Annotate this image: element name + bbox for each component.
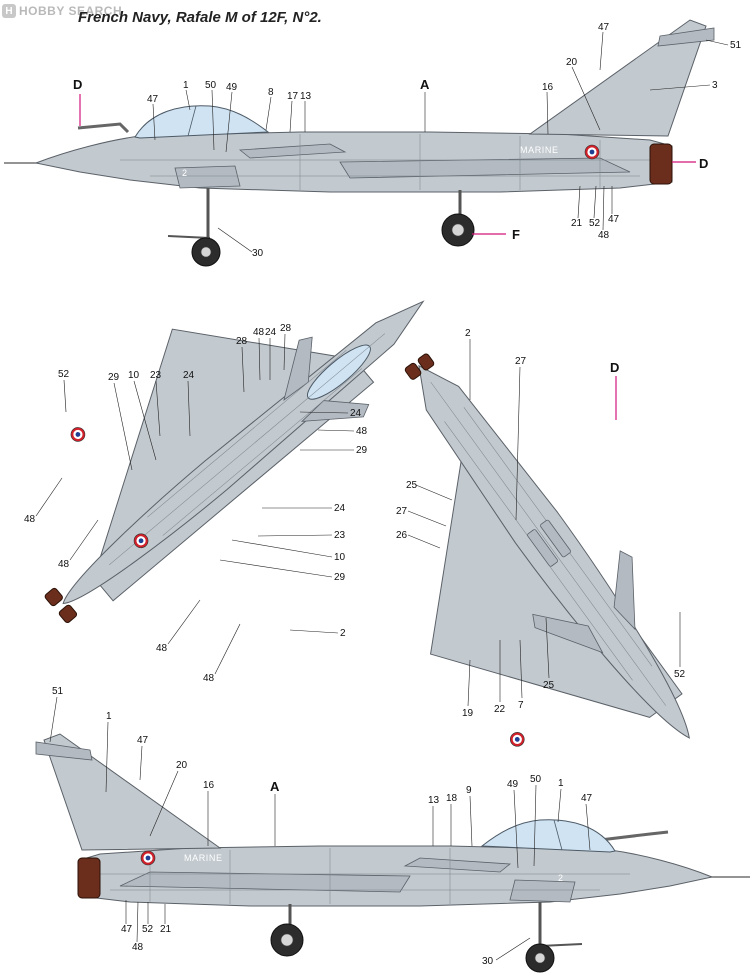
- callout-8: 8: [268, 87, 274, 98]
- letter-a-bottom: A: [270, 779, 280, 794]
- callout-47-lower: 47: [581, 793, 593, 804]
- watermark-text: HOBBY SEARCH: [19, 4, 123, 18]
- callout-23-b: 23: [334, 530, 346, 541]
- sheet-title: French Navy, Rafale M of 12F, N°2.: [78, 9, 322, 26]
- side-profile-right: MARINE 2 A 51 1 47 20 16 13 18 9: [35, 686, 750, 973]
- callout-10-top: 10: [128, 370, 140, 381]
- callout-48-c: 48: [356, 426, 368, 437]
- callout-51-lower: 51: [52, 686, 64, 697]
- callout-29-b: 29: [356, 445, 368, 456]
- letter-f: F: [512, 227, 520, 242]
- marine-marking-lower: MARINE: [184, 853, 223, 863]
- callout-3: 3: [712, 80, 718, 91]
- top-view-callouts: 52 29 10 23 24 28 48 24 28 24 48 29 24: [24, 323, 368, 684]
- watermark: H HOBBY SEARCH: [2, 3, 122, 19]
- callout-47-lower-under: 47: [121, 924, 133, 935]
- callout-7: 7: [518, 700, 524, 711]
- callout-50: 50: [205, 80, 217, 91]
- callout-1-lower: 1: [106, 711, 112, 722]
- callout-47-fin: 47: [598, 22, 610, 33]
- top-view: [44, 300, 425, 624]
- marine-marking: MARINE: [520, 145, 559, 155]
- callout-29-top: 29: [108, 372, 120, 383]
- callout-47: 47: [147, 94, 159, 105]
- side-number: 2: [182, 168, 188, 178]
- callout-50-lower: 50: [530, 774, 542, 785]
- callout-19: 19: [462, 708, 474, 719]
- callout-16-lower: 16: [203, 780, 215, 791]
- callout-1: 1: [183, 80, 189, 91]
- callout-20: 20: [566, 57, 578, 68]
- callout-51: 51: [730, 40, 742, 51]
- side-profile-left: MARINE 2 D A D F 47 1 50 49: [4, 19, 742, 267]
- letter-a-top: A: [420, 77, 430, 92]
- side-number-lower: 2: [558, 873, 564, 883]
- callout-24-b: 24: [350, 408, 362, 419]
- callout-47-under: 47: [608, 214, 620, 225]
- callout-21: 21: [571, 218, 583, 229]
- callout-52-bottom: 52: [674, 669, 686, 680]
- callout-13-lower: 13: [428, 795, 440, 806]
- callout-48-e: 48: [58, 559, 70, 570]
- callout-2-top: 2: [340, 628, 346, 639]
- callout-18: 18: [446, 793, 458, 804]
- callout-49-lower: 49: [507, 779, 519, 790]
- watermark-badge: H: [2, 4, 16, 18]
- callout-48-g: 48: [203, 673, 215, 684]
- callout-30-lower: 30: [482, 956, 494, 967]
- bottom-view: [404, 353, 690, 750]
- callout-22: 22: [494, 704, 506, 715]
- letter-d-right: D: [699, 156, 708, 171]
- bottom-view-callouts: 2 27 D 25 27 26 19 22 7 25 52: [396, 328, 686, 719]
- letter-d-top: D: [73, 77, 82, 92]
- callout-30: 30: [252, 248, 264, 259]
- callout-52-lower: 52: [142, 924, 154, 935]
- callout-25-b: 25: [543, 680, 555, 691]
- callout-52: 52: [589, 218, 601, 229]
- callout-13: 13: [300, 91, 312, 102]
- callout-52-top: 52: [58, 369, 70, 380]
- callout-20-lower: 20: [176, 760, 188, 771]
- callout-26: 26: [396, 530, 408, 541]
- callout-29-c: 29: [334, 572, 346, 583]
- letter-d-bottom: D: [610, 360, 619, 375]
- callout-10-b: 10: [334, 552, 346, 563]
- callout-1-lower-b: 1: [558, 778, 564, 789]
- callout-48-lower: 48: [132, 942, 144, 953]
- callout-24-c: 24: [334, 503, 346, 514]
- callout-2-bottom: 2: [465, 328, 471, 339]
- callout-28-a: 28: [236, 336, 248, 347]
- callout-48-top: 48: [253, 327, 265, 338]
- callout-24-top: 24: [183, 370, 195, 381]
- callout-28-b: 28: [280, 323, 292, 334]
- callout-47-lower-fin: 47: [137, 735, 149, 746]
- callout-27-b: 27: [396, 506, 408, 517]
- callout-48-d: 48: [24, 514, 36, 525]
- callout-48: 48: [598, 230, 610, 241]
- callout-23-top: 23: [150, 370, 162, 381]
- callout-17: 17: [287, 91, 299, 102]
- callout-49: 49: [226, 82, 238, 93]
- callout-9: 9: [466, 785, 472, 796]
- callout-25-a: 25: [406, 480, 418, 491]
- callout-21-lower: 21: [160, 924, 172, 935]
- callout-16: 16: [542, 82, 554, 93]
- callout-48-f: 48: [156, 643, 168, 654]
- callout-27-a: 27: [515, 356, 527, 367]
- callout-24-a: 24: [265, 327, 277, 338]
